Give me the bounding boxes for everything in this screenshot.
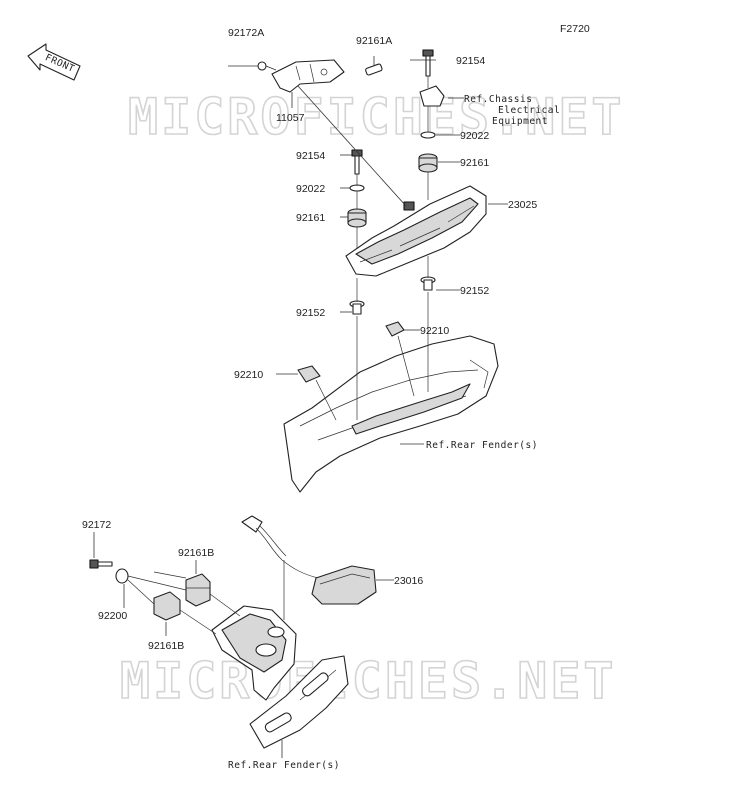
label-92161-left: 92161: [296, 212, 325, 224]
label-92200: 92200: [98, 610, 127, 622]
license-lamp-cable: [241, 515, 319, 579]
label-92210-right: 92210: [420, 325, 449, 337]
label-ref-rear-fender-bottom: Ref.Rear Fender(s): [228, 760, 340, 771]
label-92152-right: 92152: [460, 285, 489, 297]
grommet-92161-right: [418, 153, 438, 173]
rear-fender-bottom: [211, 605, 349, 749]
label-92022-left: 92022: [296, 183, 325, 195]
nut-92210-left: [297, 365, 321, 383]
collar-92152-left: [349, 300, 365, 315]
bolt-92172: [89, 559, 113, 569]
label-23025: 23025: [508, 199, 537, 211]
label-92161-right: 92161: [460, 157, 489, 169]
label-ref-chassis-2: Electrical: [498, 105, 560, 116]
label-92161A: 92161A: [356, 35, 392, 47]
washer-92022-right: [420, 131, 436, 139]
label-ref-chassis-3: Equipment: [492, 116, 548, 127]
rear-fender-top: [283, 335, 499, 493]
tail-lamp-23025: [345, 185, 487, 277]
front-arrow-icon: FRONT: [27, 43, 81, 81]
label-92172: 92172: [82, 519, 111, 531]
label-92022-right: 92022: [460, 130, 489, 142]
label-ref-chassis-1: Ref.Chassis: [464, 94, 532, 105]
leader-lines-bottom: [93, 532, 394, 758]
label-ref-rear-fender-top: Ref.Rear Fender(s): [426, 440, 538, 451]
label-92172A: 92172A: [228, 27, 264, 39]
label-11057: 11057: [276, 112, 305, 124]
label-92161B-bottom: 92161B: [148, 640, 184, 652]
label-92161B-top: 92161B: [178, 547, 214, 559]
label-92154-top: 92154: [456, 55, 485, 67]
label-92210-left: 92210: [234, 369, 263, 381]
collar-92152-right: [420, 276, 436, 291]
reflector-23016: [311, 565, 377, 605]
bolt-92172A: [257, 61, 277, 71]
grommet-92161-left: [347, 208, 367, 228]
chassis-connector: [419, 85, 445, 107]
label-92152-left: 92152: [296, 307, 325, 319]
leader-lines-top: [228, 56, 508, 445]
label-92154-left: 92154: [296, 150, 325, 162]
watermark-bottom: MICROFICHES.NET: [120, 652, 617, 710]
nut-92210-right: [385, 321, 405, 337]
figure-code: F2720: [560, 23, 590, 35]
grommet-92161B-top: [185, 573, 211, 607]
grommet-92161B-bottom: [153, 591, 181, 621]
label-23016: 23016: [394, 575, 423, 587]
watermark-top: MICROFICHES.NET: [128, 88, 625, 146]
bracket-11057: [271, 59, 345, 93]
bolt-92154-top: [422, 49, 434, 77]
clip-92161A: [365, 63, 383, 76]
bolt-92154-left: [351, 149, 363, 175]
washer-92200: [115, 568, 129, 584]
